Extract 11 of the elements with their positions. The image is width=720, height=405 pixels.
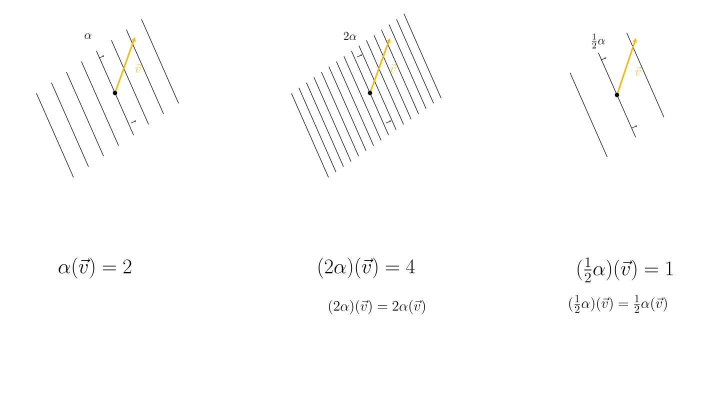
vector-label: $\vec{v}$ (135, 64, 142, 72)
panel-label: $\alpha$ (84, 33, 92, 39)
panel-label: $2\alpha$ (344, 32, 356, 40)
equation: $(2\alpha)(\vec{v}) = 2\alpha(\vec{v})$ (329, 300, 425, 314)
equation: $(\tfrac{1}{2}\alpha)(\vec{v}) = 1$ (578, 257, 673, 282)
vector-label: $\vec{v}$ (635, 66, 642, 76)
panel-label: $\tfrac{1}{2}\alpha$ (592, 33, 605, 48)
vector-label: $\vec{v}$ (390, 64, 397, 72)
equation: $(\tfrac{1}{2}\alpha)(\vec{v}) = \tfrac{1}{2}\alpha(\vec{v})$ (569, 294, 667, 313)
equation: $\alpha(\vec{v}) = 2$ (58, 258, 132, 278)
equation: $(2\alpha)(\vec{v}) = 4$ (318, 258, 415, 278)
